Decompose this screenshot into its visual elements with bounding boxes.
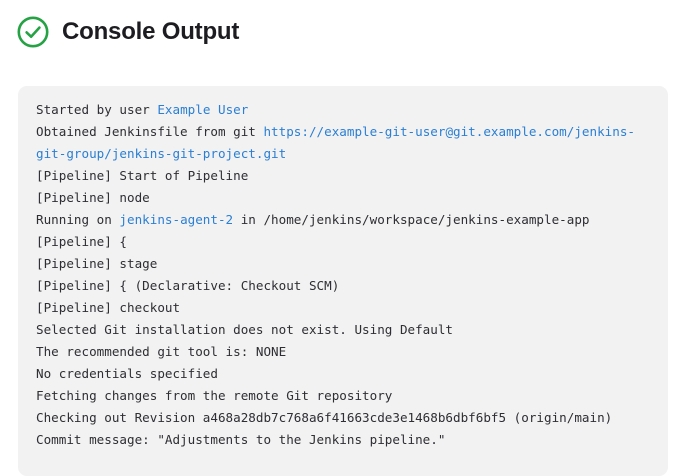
console-log-text-token: [Pipeline] { (Declarative: Checkout SCM) (36, 278, 340, 293)
console-output-page: Console Output Started by user Example U… (16, 10, 668, 476)
console-log-text-token: Selected Git installation does not exist… (36, 322, 454, 337)
console-log-line: [Pipeline] { (Declarative: Checkout SCM) (36, 275, 652, 297)
console-log-text-token: Commit message: "Adjustments to the Jenk… (36, 432, 446, 447)
console-log-text-token: Running on (36, 212, 120, 227)
console-log-text-token: Started by user (36, 102, 158, 117)
console-log-text-token: [Pipeline] Start of Pipeline (36, 168, 249, 183)
console-log-line: Commit message: "Adjustments to the Jenk… (36, 429, 652, 451)
console-log-text-token: The recommended git tool is: NONE (36, 344, 287, 359)
console-log-line: The recommended git tool is: NONE (36, 341, 652, 363)
console-log-line: Selected Git installation does not exist… (36, 319, 652, 341)
console-log-text-token: No credentials specified (36, 366, 218, 381)
console-log-line: Running on jenkins-agent-2 in /home/jenk… (36, 209, 652, 231)
console-log-link[interactable]: https://example-git-user@git.example.com… (36, 124, 635, 161)
console-log-line: [Pipeline] stage (36, 253, 652, 275)
console-log-text-token: [Pipeline] checkout (36, 300, 181, 315)
console-log-text-token: in /home/jenkins/workspace/jenkins-examp… (233, 212, 590, 227)
console-log-line: [Pipeline] checkout (36, 297, 652, 319)
console-log-line: [Pipeline] Start of Pipeline (36, 165, 652, 187)
page-title: Console Output (62, 18, 240, 45)
console-log-line: Started by user Example User (36, 99, 652, 121)
console-log-line: Checking out Revision a468a28db7c768a6f4… (36, 407, 652, 429)
console-log-text-token: [Pipeline] { (36, 234, 127, 249)
console-log-line: Fetching changes from the remote Git rep… (36, 385, 652, 407)
console-log-line: [Pipeline] node (36, 187, 652, 209)
console-log-text-token: [Pipeline] stage (36, 256, 158, 271)
console-log-line: Obtained Jenkinsfile from git https://ex… (36, 121, 652, 165)
console-log-link[interactable]: jenkins-agent-2 (119, 212, 234, 227)
console-log-text-token: Checking out Revision a468a28db7c768a6f4… (36, 410, 613, 425)
console-log-line: [Pipeline] { (36, 231, 652, 253)
page-header: Console Output (16, 10, 239, 54)
console-log-link[interactable]: Example User (157, 102, 249, 117)
console-log-text-token: Fetching changes from the remote Git rep… (36, 388, 393, 403)
console-log-text-token: [Pipeline] node (36, 190, 150, 205)
console-log-text-token: Obtained Jenkinsfile from git (36, 124, 264, 139)
check-circle-icon (16, 15, 50, 49)
console-log-line: No credentials specified (36, 363, 652, 385)
